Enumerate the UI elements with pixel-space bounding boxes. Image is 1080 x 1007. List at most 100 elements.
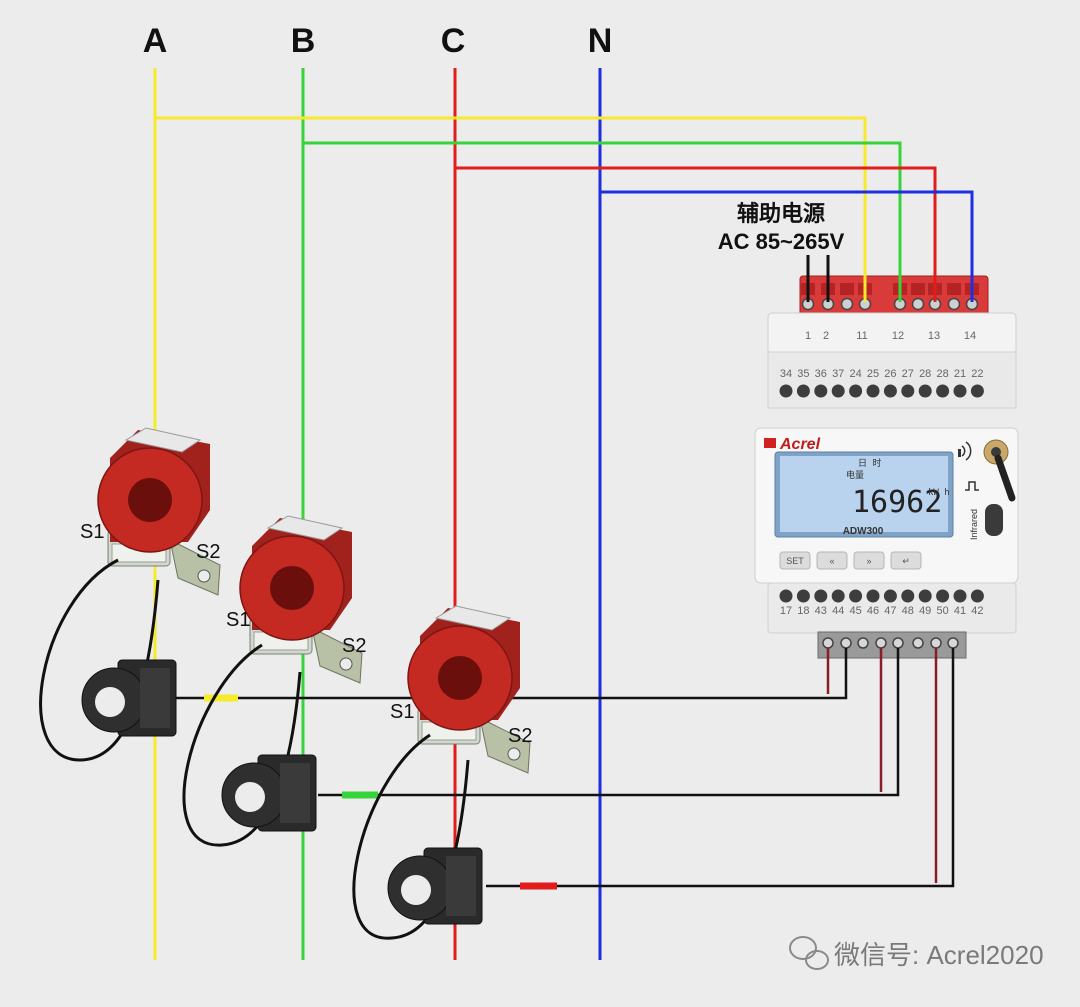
voltage-terminal-screws <box>801 283 979 311</box>
terminal-number: 11 <box>856 330 867 342</box>
ct-s1-label: S1 <box>390 701 414 723</box>
terminal-clamp <box>911 283 925 295</box>
upper-terminal-screw[interactable] <box>970 384 984 398</box>
upper-terminal-screw[interactable] <box>953 384 967 398</box>
ct-s2-label: S2 <box>196 541 220 563</box>
current-terminal-screw[interactable] <box>840 637 852 649</box>
lower-terminal-screw[interactable] <box>953 589 967 603</box>
lower-terminal-number: 49 <box>919 605 931 617</box>
wechat-icon <box>789 936 829 970</box>
bus-label-a: A <box>143 22 168 60</box>
ct-wire-b-black <box>318 648 900 797</box>
acrel-logo: Acrel <box>764 436 821 453</box>
lower-terminal-screw[interactable] <box>779 589 793 603</box>
enter-button-face <box>890 551 922 570</box>
lower-terminal-screw[interactable] <box>918 589 932 603</box>
lower-terminal-screw[interactable] <box>970 589 984 603</box>
left-button[interactable]: « <box>816 551 848 570</box>
lower-terminal-screw[interactable] <box>814 589 828 603</box>
enter-button[interactable]: ↵ <box>890 551 922 570</box>
upper-terminal-number: 26 <box>884 368 896 380</box>
watermark: 微信号: Acrel2020 <box>789 936 1044 970</box>
upper-terminal-screw[interactable] <box>796 384 810 398</box>
lower-terminal-screw[interactable] <box>901 589 915 603</box>
lcd-tag: 电量 <box>846 469 864 481</box>
current-terminal-screw[interactable] <box>875 637 887 649</box>
lower-terminal-screw[interactable] <box>849 589 863 603</box>
ct-nameplate <box>124 427 202 453</box>
sensor-latch <box>446 856 476 916</box>
set-button[interactable]: SET <box>779 551 811 570</box>
ct-aperture <box>128 478 172 522</box>
lower-terminal-number: 44 <box>832 605 844 617</box>
lcd-screen <box>780 456 948 532</box>
lower-terminal-number: 45 <box>849 605 861 617</box>
current-terminal-screw[interactable] <box>947 637 959 649</box>
terminal-clamp <box>947 283 961 295</box>
watermark-text: 微信号: Acrel2020 <box>834 940 1044 970</box>
current-terminal-screw[interactable] <box>930 637 942 649</box>
lower-terminal-number: 48 <box>902 605 914 617</box>
upper-terminal-screw[interactable] <box>779 384 793 398</box>
terminal-number: 2 <box>823 330 829 342</box>
ct-aperture <box>438 656 482 700</box>
voltage-wire-b <box>303 141 902 302</box>
lower-terminal-screw[interactable] <box>866 589 880 603</box>
split-core-sensor-c <box>352 733 483 940</box>
upper-terminal-screw[interactable] <box>918 384 932 398</box>
antenna-connector-icon <box>983 439 1016 502</box>
acrel-logo-mark <box>764 438 776 448</box>
lower-terminal-number: 43 <box>815 605 827 617</box>
upper-terminal-screw[interactable] <box>901 384 915 398</box>
set-button-label: SET <box>786 556 804 566</box>
lower-terminal-screw[interactable] <box>831 589 845 603</box>
ct-mount-hole <box>197 569 211 583</box>
left-button-face <box>816 551 848 570</box>
upper-terminal-screw[interactable] <box>831 384 845 398</box>
lower-terminal-number: 41 <box>954 605 966 617</box>
sensor-latch <box>140 668 170 728</box>
lower-terminal-screw[interactable] <box>883 589 897 603</box>
current-terminal-screw[interactable] <box>857 637 869 649</box>
current-terminal-screw[interactable] <box>912 637 924 649</box>
ct-wire-a-black <box>175 648 848 700</box>
terminal-clamp <box>840 283 854 295</box>
upper-terminal-screw[interactable] <box>849 384 863 398</box>
lower-terminal-number: 47 <box>884 605 896 617</box>
infrared-label: Infrared <box>969 509 979 540</box>
up-button-label: » <box>866 556 871 566</box>
up-button[interactable]: » <box>853 551 885 570</box>
ct-wire-c-black <box>486 648 955 888</box>
lower-terminal-screw[interactable] <box>936 589 950 603</box>
ct-s1-label: S1 <box>226 609 250 631</box>
split-core-sensor-b <box>182 643 317 847</box>
upper-terminal-screw[interactable] <box>814 384 828 398</box>
upper-terminal-screw[interactable] <box>866 384 880 398</box>
upper-terminal-screw[interactable] <box>883 384 897 398</box>
current-terminal-screw[interactable] <box>822 637 834 649</box>
terminal-screw[interactable] <box>840 297 854 311</box>
left-button-label: « <box>829 556 834 566</box>
terminal-screw[interactable] <box>911 297 925 311</box>
voltage-wire-c <box>455 166 937 302</box>
terminal-number: 12 <box>892 330 904 342</box>
power-supply-range: AC 85~265V <box>718 229 845 254</box>
sensor-aperture <box>95 687 125 717</box>
lower-terminal-number: 42 <box>971 605 983 617</box>
current-terminal-screw[interactable] <box>892 637 904 649</box>
terminal-screw[interactable] <box>947 297 961 311</box>
upper-terminal-screw[interactable] <box>936 384 950 398</box>
bus-label-n: N <box>588 22 613 60</box>
infrared-window <box>985 504 1003 536</box>
upper-terminal-number: 25 <box>867 368 879 380</box>
upper-terminal-number: 35 <box>797 368 809 380</box>
lower-terminal-screw[interactable] <box>796 589 810 603</box>
ct-s2-label: S2 <box>342 635 366 657</box>
